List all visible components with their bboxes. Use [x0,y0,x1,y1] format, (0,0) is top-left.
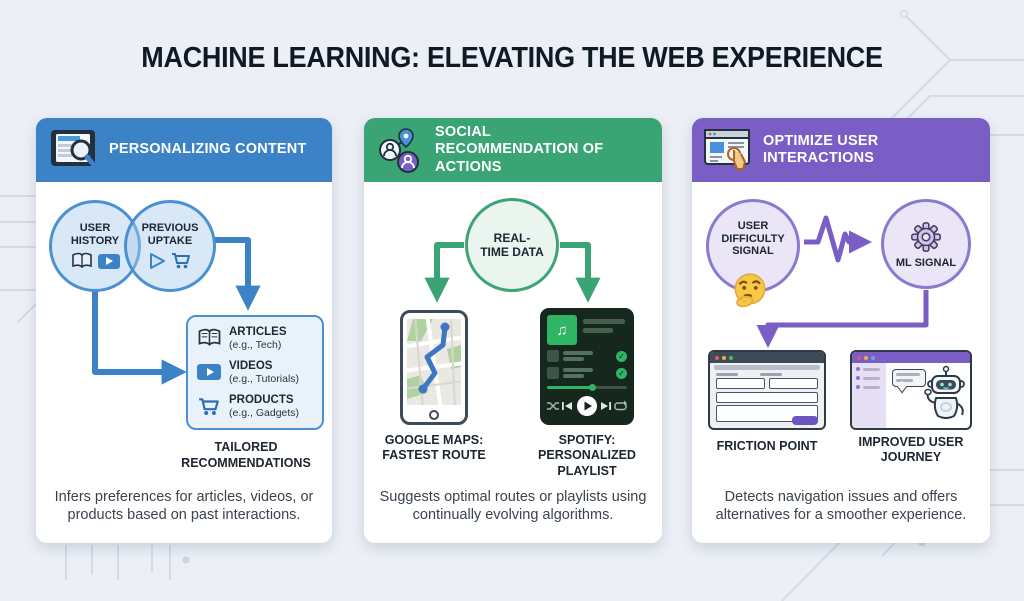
panel2-description: Suggests optimal routes or playlists usi… [379,489,647,524]
list-item-articles: ARTICLES (e.g., Tech) [196,326,314,351]
real-time-data-label: REAL-TIME DATA [480,230,544,259]
venn-circle-previous-uptake: PREVIOUS UPTAKE [124,200,216,292]
play-button-icon [576,396,597,416]
panel3-arrows [756,215,929,349]
browser-click-icon [704,129,750,170]
venn-right-label: PREVIOUS UPTAKE [141,221,199,247]
video-icon [97,253,120,269]
list-item-example: (e.g., Tech) [229,338,282,351]
venn-right-icons [148,252,192,270]
album-art: ♫ [547,315,577,345]
submit-button-graphic [792,416,818,425]
list-item-example: (e.g., Tutorials) [229,372,300,385]
form-window-icon [708,350,826,430]
window-titlebar [852,352,970,363]
video-icon [197,364,221,381]
panel2-content: REAL-TIME DATA [364,182,662,543]
thinking-face-icon [734,273,766,308]
panel2-header: SOCIAL RECOMMENDATION OF ACTIONS [364,118,662,182]
recommendation-list: ARTICLES (e.g., Tech) VIDEOS (e.g., Tuto… [186,315,324,430]
user-difficulty-label: USER DIFFICULTY SIGNAL [721,219,785,258]
progress-bar [547,384,627,391]
friction-point-label: FRICTION POINT [716,439,818,453]
shuffle-icon [547,402,559,410]
panel1-description: Infers preferences for articles, videos,… [54,489,314,524]
panel-optimize-interactions: OPTIMIZE USER INTERACTIONS USER DIFFICUL… [692,118,990,543]
venn-left-label: USER HISTORY [70,221,120,247]
check-icon: ✓ [616,350,627,362]
panel1-header: PERSONALIZING CONTENT [36,118,332,182]
cart-icon [172,253,190,269]
gear-icon [911,222,941,252]
book-icon [71,253,92,269]
music-player-icon: ♫ ✓ ✓ [540,308,634,425]
chat-bubble-icon [892,369,926,387]
list-item-videos: VIDEOS (e.g., Tutorials) [196,360,314,385]
tablet-magnifier-icon [51,130,96,167]
check-icon: ✓ [616,367,627,379]
panel3-content: USER DIFFICULTY SIGNAL [692,182,990,543]
list-item-title: PRODUCTS [229,394,294,407]
panel3-header: OPTIMIZE USER INTERACTIONS [692,118,990,182]
map-route-phone-icon [400,310,468,425]
map-graphic [402,314,466,410]
chatbot-window-icon [850,350,972,430]
panel2-title: SOCIAL RECOMMENDATION OF ACTIONS [435,124,604,175]
playlist-row: ✓ [547,367,627,379]
list-item-example: (e.g., Gadgets) [229,406,300,419]
google-maps-label: GOOGLE MAPS: FASTEST ROUTE [382,433,486,463]
spotify-label: SPOTIFY: PERSONALIZED PLAYLIST [538,433,636,478]
repeat-icon [614,400,627,411]
panel2-arrows [424,242,601,303]
page-title: MACHINE LEARNING: ELEVATING THE WEB EXPE… [141,42,883,74]
playlist-row: ✓ [547,350,627,362]
ml-signal-node: ML SIGNAL [881,199,971,289]
panel1-title: PERSONALIZING CONTENT [109,141,307,158]
player-controls [547,395,627,417]
list-item-title: VIDEOS [229,360,273,373]
real-time-data-node: REAL-TIME DATA [465,198,559,292]
panel-social-recommendation: SOCIAL RECOMMENDATION OF ACTIONS REAL-TI… [364,118,662,543]
play-icon [150,253,165,270]
robot-icon [924,365,965,419]
sidebar-graphic [852,363,886,428]
panel-personalizing-content: PERSONALIZING CONTENT USER HISTORY [36,118,332,543]
panel1-arrows [92,237,261,385]
panel3-description: Detects navigation issues and offers alt… [715,489,967,524]
list-item-products: PRODUCTS (e.g., Gadgets) [196,394,314,419]
previous-icon [562,402,573,410]
venn-left-icons [71,252,120,270]
panel1-content: USER HISTORY PREVIOUS UPTAKE [36,182,332,543]
tailored-recommendations-caption: TAILORED RECOMMENDATIONS [181,440,311,470]
cart-icon [198,397,219,415]
music-note-icon: ♫ [556,321,568,339]
panel3-title: OPTIMIZE USER INTERACTIONS [763,132,879,166]
social-network-pin-icon [379,128,419,173]
book-icon [198,329,220,347]
window-titlebar [710,352,824,363]
improved-journey-label: IMPROVED USER JOURNEY [858,435,964,465]
ml-signal-label: ML SIGNAL [895,257,957,270]
phone-home-button [429,410,439,420]
next-icon [600,402,611,410]
list-item-title: ARTICLES [229,326,287,338]
track-title-lines [583,315,625,337]
